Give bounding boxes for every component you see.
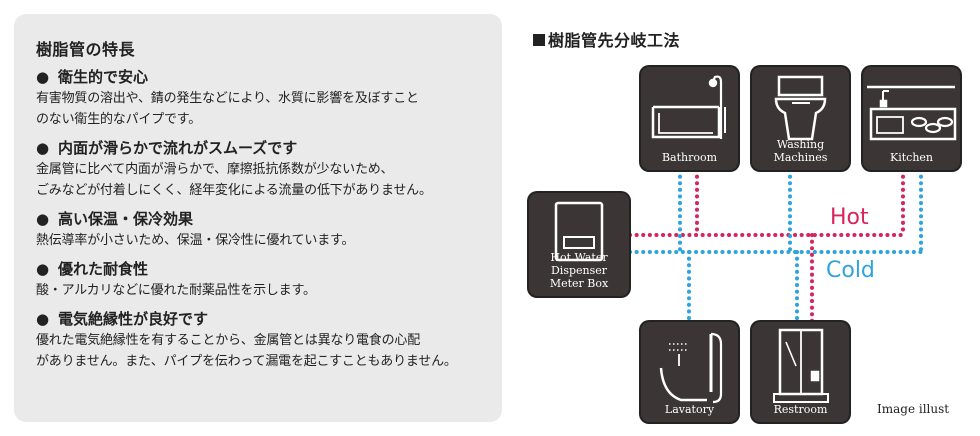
diagram-title: 樹脂管先分岐工法 [533, 27, 680, 51]
feature-corrosion: ● 優れた耐食性 酸・アルカリなどに優れた耐薬品性を示します。 [36, 258, 488, 301]
shower-booth-icon [773, 328, 829, 403]
fixture-label: Lavatory [664, 403, 715, 416]
feature-heading: 電気絶縁性が良好です [58, 310, 209, 328]
image-caption: Image illust [877, 402, 950, 416]
fixture-label: Restroom [773, 403, 828, 416]
bullet-icon: ● [36, 310, 50, 328]
fixture-hot-water-dispenser: Hot Water Dispenser Meter Box [529, 193, 629, 296]
fixture-bathroom: Bathroom [641, 67, 738, 170]
bathtub-icon [651, 75, 726, 139]
feature-hygienic: ● 衛生的で安心 有害物質の溶出や、錆の発生などにより、水質に影響を及ぼすこと の… [36, 66, 488, 130]
feature-insulation: ● 高い保温・保冷効果 熱伝導率が小さいため、保温・保冷性に優れています。 [36, 208, 488, 251]
feature-body: 優れた電気絶縁性を有することから、金属管とは異なり電食の心配 がありません。また… [36, 333, 457, 369]
fixture-label: Bathroom [661, 151, 718, 164]
fixture-label: Kitchen [890, 151, 933, 164]
feature-body: 熱伝導率が小さいため、保温・保冷性に優れています。 [36, 233, 355, 248]
feature-heading: 優れた耐食性 [58, 260, 149, 278]
feature-electrical: ● 電気絶縁性が良好です 優れた電気絶縁性を有することから、金属管とは異なり電食の… [36, 308, 488, 372]
bullet-icon: ● [36, 68, 50, 86]
panel-title: 樹脂管の特長 [36, 40, 136, 59]
feature-body: 金属管に比べて内面が滑らかで、摩擦抵抗係数が少ないため、 ごみなどが付着しにくく… [36, 162, 432, 198]
cold-label: Cold [826, 258, 875, 283]
bullet-icon: ● [36, 210, 50, 228]
feature-body: 酸・アルカリなどに優れた耐薬品性を示します。 [36, 283, 316, 298]
feature-heading: 衛生的で安心 [58, 68, 149, 86]
sink-icon [659, 332, 723, 404]
square-icon [533, 34, 545, 46]
fixture-washing-machines: Washing Machines [752, 67, 849, 170]
bullet-icon: ● [36, 260, 50, 278]
cold-pipe-lines [628, 168, 923, 324]
fixture-restroom: Restroom [752, 322, 849, 422]
feature-smooth-flow: ● 内面が滑らかで流れがスムーズです 金属管に比べて内面が滑らかで、摩擦抵抗係数が… [36, 137, 488, 201]
kitchen-counter-icon [867, 85, 957, 141]
feature-heading: 内面が滑らかで流れがスムーズです [58, 139, 298, 157]
bullet-icon: ● [36, 139, 50, 157]
meter-box-icon [554, 201, 604, 262]
fixture-kitchen: Kitchen [863, 67, 960, 170]
hot-label: Hot [830, 205, 869, 230]
hot-pipe-lines [628, 168, 905, 324]
fixture-lavatory: Lavatory [641, 322, 738, 422]
feature-panel: 樹脂管の特長 ● 衛生的で安心 有害物質の溶出や、錆の発生などにより、水質に影響を… [14, 14, 502, 422]
fixture-label: Washing Machines [773, 138, 828, 164]
feature-body: 有害物質の溶出や、錆の発生などにより、水質に影響を及ぼすこと のない衛生的なパイ… [36, 91, 419, 127]
fixture-label: Hot Water Dispenser Meter Box [549, 251, 609, 290]
toilet-icon [774, 75, 827, 141]
feature-heading: 高い保温・保冷効果 [58, 210, 194, 228]
